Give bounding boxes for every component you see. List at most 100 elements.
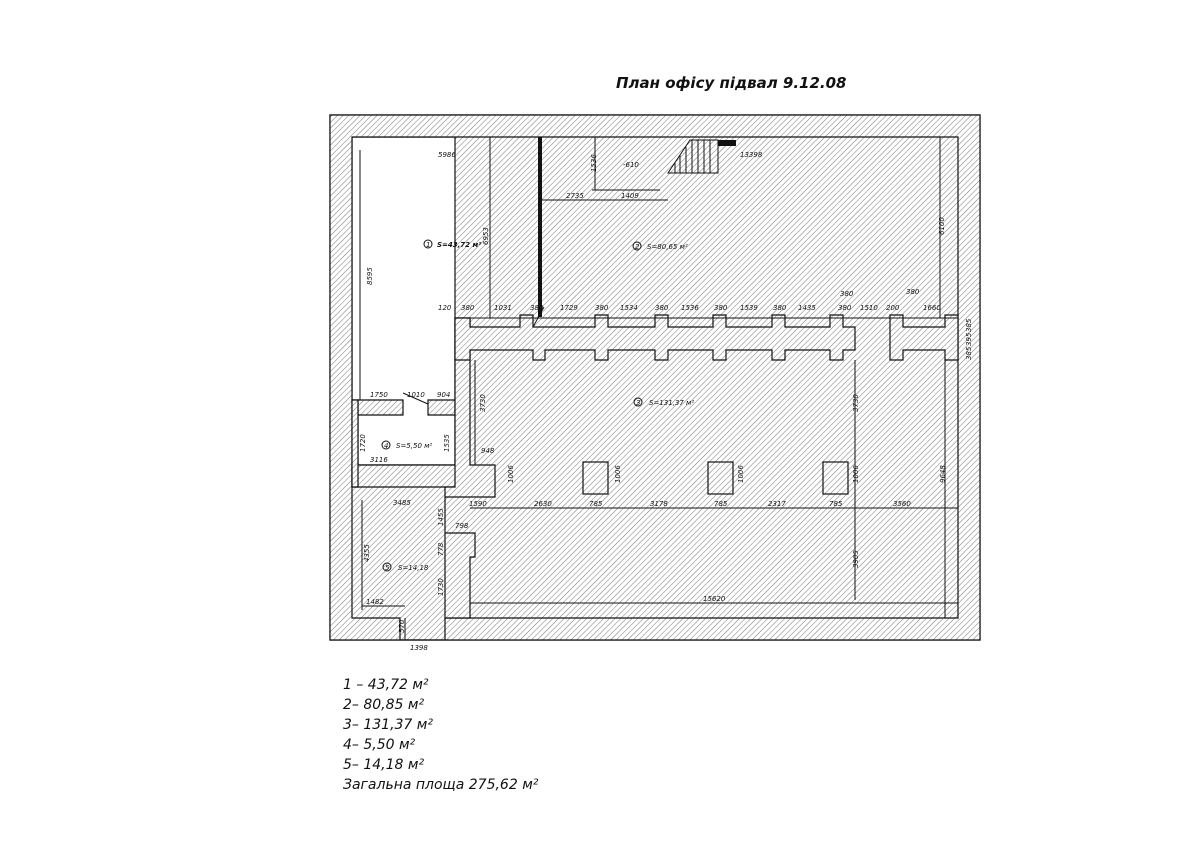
dim-label: 2317 <box>768 500 786 508</box>
room-2-number: 2 <box>635 243 640 251</box>
dim-label: 3178 <box>650 500 668 508</box>
dim-label: 3730 <box>852 394 860 412</box>
stair-landing <box>718 140 736 146</box>
room-number-marker <box>423 239 433 249</box>
plan-title: План офісу підвал 9.12.08 <box>616 74 847 92</box>
dim-label: 6100 <box>938 217 946 235</box>
dim-label: 1510 <box>860 304 878 312</box>
dim-label: 1590 <box>469 500 487 508</box>
dim-label: 9648 <box>939 465 947 483</box>
dim-label: 3116 <box>370 456 388 464</box>
legend-item: 2– 80,85 м² <box>343 697 425 713</box>
wall-room4-room1-right <box>427 399 456 416</box>
dim-label: 1482 <box>366 598 384 606</box>
legend-item: 1 – 43,72 м² <box>343 677 429 693</box>
dim-label: 380 <box>840 290 854 298</box>
dim-label: 785 <box>829 500 843 508</box>
dim-label: 3560 <box>893 500 911 508</box>
dim-label: 1536 <box>681 304 699 312</box>
partition-wall <box>538 137 542 317</box>
room-1-area: S=43,72 м² <box>437 241 482 249</box>
dim-label: 120 <box>438 304 452 312</box>
dim-label: 380 <box>773 304 787 312</box>
room-4-area: S=5,50 м² <box>396 442 432 450</box>
dim-label: 380 <box>530 304 544 312</box>
room-3-area: S=131,37 м² <box>649 399 694 407</box>
room-number-marker <box>632 241 642 251</box>
dim-label: 385 <box>965 318 973 332</box>
dim-label: 948 <box>481 447 495 455</box>
legend-item: 5– 14,18 м² <box>343 757 425 773</box>
room-number-marker <box>382 562 392 572</box>
columned-wall <box>454 314 856 361</box>
wall-room4-left <box>351 399 359 488</box>
dim-label: 1750 <box>370 391 388 399</box>
room-3-number: 3 <box>636 399 640 407</box>
dim-label: 1536 <box>590 154 598 172</box>
dim-label: 8595 <box>366 267 374 285</box>
dim-label: 200 <box>886 304 900 312</box>
dim-label: 380 <box>838 304 852 312</box>
level-mark: -610 <box>623 161 639 169</box>
room-4-number: 4 <box>384 442 388 450</box>
legend-item: 4– 5,50 м² <box>343 737 416 753</box>
column <box>822 461 849 495</box>
dim-label: 13398 <box>740 151 763 159</box>
dim-label: 3730 <box>479 394 487 412</box>
column <box>707 461 734 495</box>
column <box>582 461 609 495</box>
dim-label: 778 <box>437 542 445 556</box>
dim-label: 1534 <box>620 304 638 312</box>
dim-label: 1031 <box>494 304 512 312</box>
dim-label: 2735 <box>566 192 584 200</box>
wall-room4-room1 <box>357 399 404 416</box>
dim-label: 1660 <box>923 304 941 312</box>
dim-label: 1539 <box>740 304 758 312</box>
outer-wall <box>329 114 981 641</box>
dim-label: 5986 <box>438 151 456 159</box>
outer-wall-shell <box>329 114 981 641</box>
dim-label: 380 <box>714 304 728 312</box>
dim-label: 1006 <box>507 465 515 483</box>
area-legend: 1 – 43,72 м² 2– 80,85 м² 3– 131,37 м² 4–… <box>343 675 538 795</box>
dim-label: 785 <box>714 500 728 508</box>
dim-label: 570 <box>398 619 406 633</box>
dim-label: 785 <box>589 500 603 508</box>
door-swing <box>402 392 429 405</box>
columned-wall-right <box>889 314 959 361</box>
room-5-area: S=14,18 <box>398 564 429 572</box>
dim-label: 15620 <box>703 595 726 603</box>
room-1-number: 1 <box>426 241 430 249</box>
dim-label: 380 <box>655 304 669 312</box>
dim-label: 2630 <box>534 500 552 508</box>
room-5-number: 5 <box>385 564 390 572</box>
dim-label: 1006 <box>852 465 860 483</box>
room-number-marker <box>633 397 643 407</box>
dim-label: 904 <box>437 391 450 399</box>
dim-label: 4355 <box>363 544 371 562</box>
room-2-area: S=80,65 м² <box>647 243 688 251</box>
dim-label: 798 <box>455 522 469 530</box>
dim-label: 1006 <box>614 465 622 483</box>
door-swing <box>532 306 545 328</box>
dim-label: 1010 <box>407 391 425 399</box>
dim-label: 1006 <box>737 465 745 483</box>
room-number-marker <box>381 440 391 450</box>
dim-label: 1435 <box>798 304 816 312</box>
dimension-lines <box>359 137 958 640</box>
legend-total: Загальна площа 275,62 м² <box>343 777 539 793</box>
dim-label: 380 <box>595 304 609 312</box>
legend-item: 3– 131,37 м² <box>343 717 433 733</box>
dim-label: 3905 <box>852 550 860 568</box>
dim-label: 395 <box>965 332 973 346</box>
dimension-labels: 5986 -610 2735 1409 13398 120 380 1031 3… <box>366 151 941 652</box>
wall-room4-room5 <box>351 464 471 488</box>
dim-label: 1535 <box>443 434 451 452</box>
dim-label: 380 <box>461 304 475 312</box>
dim-label: 3485 <box>393 499 411 507</box>
dim-label: 380 <box>906 288 920 296</box>
dim-label: 1729 <box>560 304 578 312</box>
dim-label: 1409 <box>621 192 639 200</box>
dim-label: 1730 <box>437 578 445 596</box>
